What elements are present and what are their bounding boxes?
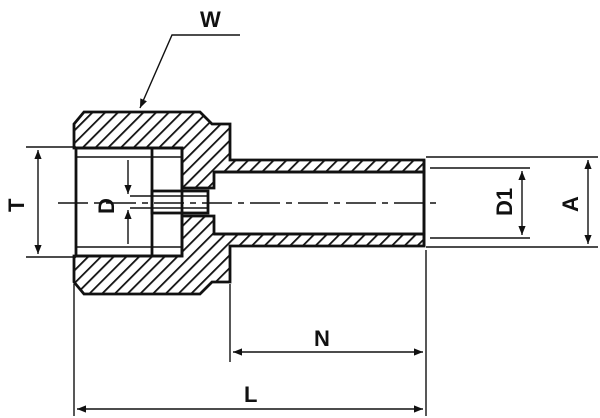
nut-section-top (72, 110, 426, 190)
nut-section-bottom (72, 214, 426, 296)
label-d1: D1 (492, 188, 517, 216)
w-leader (139, 34, 240, 109)
socket-bore (74, 146, 184, 258)
label-l: L (244, 382, 257, 407)
label-a: A (558, 196, 583, 212)
label-w: W (200, 7, 221, 32)
label-t: T (4, 198, 29, 212)
label-n: N (314, 326, 330, 351)
label-d: D (94, 198, 119, 214)
orifice (150, 189, 210, 215)
